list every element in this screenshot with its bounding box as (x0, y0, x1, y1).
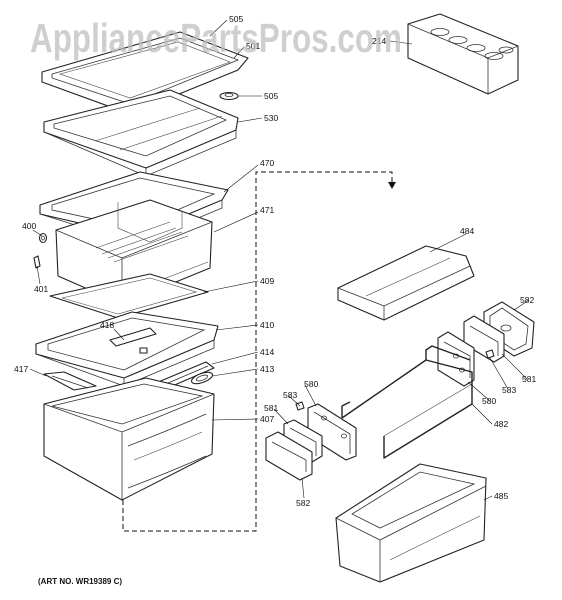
callout-580-right: 580 (482, 396, 496, 406)
pan-frame[interactable] (35, 311, 219, 387)
callout-471: 471 (260, 205, 274, 215)
callout-401: 401 (34, 284, 48, 294)
crisper-drawer[interactable] (43, 377, 215, 501)
callout-581-left: 581 (264, 403, 278, 413)
callout-582-left: 582 (296, 498, 310, 508)
bracket-right-clip[interactable] (485, 349, 495, 359)
bracket-right[interactable] (437, 331, 475, 387)
callout-407: 407 (260, 414, 274, 424)
callout-581-right: 581 (522, 374, 536, 384)
callout-410: 410 (260, 320, 274, 330)
callout-583-right: 583 (502, 385, 516, 395)
wire-rack[interactable] (341, 345, 473, 459)
callout-485: 485 (494, 491, 508, 501)
slide[interactable] (190, 370, 214, 386)
shelf-frame[interactable] (43, 89, 239, 177)
callout-530: 530 (264, 113, 278, 123)
callout-418: 418 (100, 320, 114, 330)
callout-413: 413 (260, 364, 274, 374)
dairy-bin[interactable] (335, 463, 487, 583)
callout-417: 417 (14, 364, 28, 374)
callout-484: 484 (460, 226, 474, 236)
leader-lines (29, 19, 530, 501)
callout-505-clip: 505 (264, 91, 278, 101)
top-glass-shelf[interactable] (41, 31, 249, 115)
art-number: (ART NO. WR19389 C) (38, 577, 122, 586)
callout-470: 470 (260, 158, 274, 168)
callout-583-left: 583 (283, 390, 297, 400)
hinge-left-outer[interactable] (265, 431, 313, 481)
callout-505-top: 505 (229, 14, 243, 24)
cover-glass[interactable] (49, 273, 209, 319)
snack-pan[interactable] (55, 199, 213, 305)
assembly-routing-line (122, 171, 396, 532)
callout-labels: 505 501 505 530 214 470 471 409 400 401 … (14, 14, 536, 508)
callout-580-left: 580 (304, 379, 318, 389)
rail[interactable] (43, 371, 97, 391)
callout-482: 482 (494, 419, 508, 429)
callout-501: 501 (246, 41, 260, 51)
callout-414: 414 (260, 347, 274, 357)
divider[interactable] (109, 327, 157, 354)
callout-582-right: 582 (520, 295, 534, 305)
watermark: AppliancePartsPros.com (30, 15, 402, 61)
callout-214: 214 (372, 36, 386, 46)
screw[interactable] (33, 255, 41, 269)
egg-tray[interactable] (407, 13, 519, 95)
callout-400: 400 (22, 221, 36, 231)
shelf-clip[interactable] (219, 91, 239, 101)
callout-409: 409 (260, 276, 274, 286)
dairy-cover[interactable] (337, 245, 475, 321)
